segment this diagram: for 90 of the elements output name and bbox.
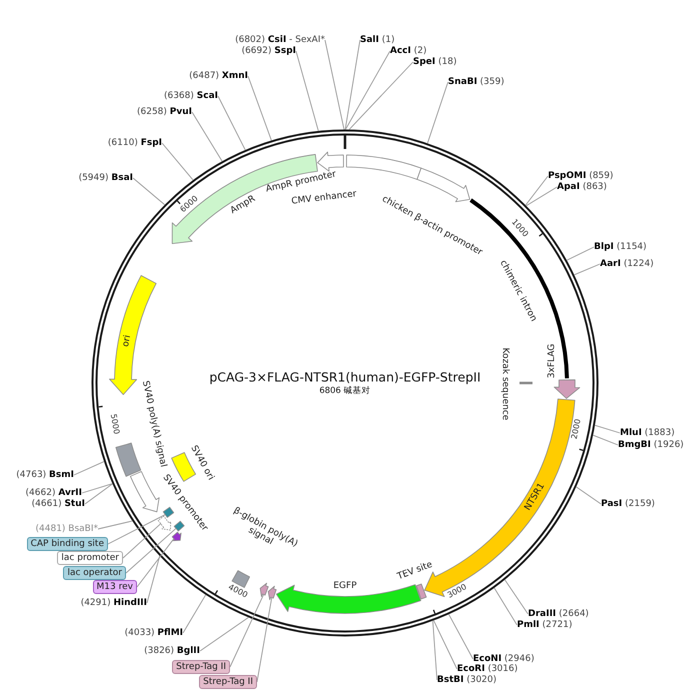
leader-line — [494, 587, 518, 626]
feature-tag: lac promoter — [57, 551, 123, 565]
leader-line — [84, 483, 113, 504]
restriction-site-label: (6487) XmnI — [189, 70, 248, 82]
restriction-site-label: (6692) SspI — [242, 46, 296, 56]
leader-line — [448, 614, 474, 660]
tick-label: 4000 — [227, 582, 250, 600]
leader-line — [525, 176, 548, 206]
feature-tag: lac operator — [63, 566, 126, 580]
leader-line — [526, 186, 558, 206]
restriction-site-label: PmlI (2721) — [517, 620, 572, 630]
leader-line — [230, 594, 264, 668]
restriction-site-label: AarI (1224) — [600, 258, 654, 270]
leader-line — [162, 142, 194, 181]
restriction-site-label: (6258) PvuI — [136, 106, 192, 118]
feature-label: 3xFLAG — [546, 344, 557, 378]
leader-line — [348, 62, 414, 130]
leader-line — [256, 596, 272, 682]
feature-bar-icon — [162, 506, 175, 519]
restriction-site-label: AccI (2) — [390, 46, 427, 56]
leader-line — [504, 579, 528, 614]
restriction-site-label: (6368) ScaI — [164, 90, 218, 102]
leader-line — [433, 620, 458, 670]
leader-line — [136, 538, 174, 588]
feature-tag: Strep-Tag II — [199, 675, 257, 689]
restriction-site-label: PasI (2159) — [601, 498, 655, 510]
feature-tag: M13 rev — [92, 580, 137, 594]
feature-arrow-icon — [259, 582, 270, 598]
restriction-site-label: ApaI (863) — [557, 182, 607, 192]
leader-line — [122, 523, 162, 558]
tick-label: 2000 — [570, 418, 583, 440]
tick-label: 3000 — [446, 582, 468, 600]
leader-line — [98, 520, 133, 530]
leader-line — [74, 461, 104, 476]
leader-line — [427, 82, 448, 144]
leader-line — [218, 96, 246, 150]
feature-arrow-icon — [267, 584, 278, 601]
leader-line — [108, 514, 166, 544]
map-title: pCAG-3×FLAG-NTSR1(human)-EGFP-StrepII — [209, 370, 481, 384]
feature-label: TEV site — [396, 560, 434, 582]
leader-line — [200, 616, 249, 652]
restriction-site-label: SpeI (18) — [413, 56, 457, 68]
feature-label: EGFP — [333, 581, 357, 591]
restriction-site-label: DraIII (2664) — [528, 608, 589, 620]
restriction-site-label: SnaBI (359) — [448, 76, 504, 88]
restriction-site-label: (4033) PflMI — [124, 628, 183, 638]
leader-line — [345, 50, 390, 130]
restriction-site-label: PspOMI (859) — [548, 170, 614, 182]
restriction-site-label: EcoRI (3016) — [457, 664, 518, 674]
restriction-site-label: EcoNI (2946) — [473, 654, 534, 664]
feature-label: Kozak sequence — [500, 348, 510, 421]
leader-line — [132, 178, 166, 206]
restriction-site-label: SalI (1) — [360, 34, 395, 46]
leader-line — [296, 50, 319, 132]
leader-line — [192, 112, 223, 162]
restriction-site-label: (4763) BsmI — [16, 470, 74, 480]
leader-line — [248, 76, 272, 141]
feature-label: CMV enhancer — [290, 190, 357, 207]
leader-line — [82, 483, 113, 494]
restriction-site-label: (3826) BglII — [144, 646, 200, 656]
tick-label: 5000 — [108, 412, 121, 435]
restriction-site-label: (4291) HindIII — [80, 598, 147, 608]
leader-line — [432, 620, 438, 680]
leader-line — [182, 594, 206, 634]
feature-label: ori — [121, 334, 134, 348]
restriction-site-label: MluI (1883) — [620, 428, 675, 438]
restriction-site-label: (4661) StuI — [32, 498, 85, 510]
restriction-site-label: (6110) FspI — [108, 138, 162, 148]
feature-tag: CAP binding site — [26, 537, 108, 551]
map-subtitle: 6806 碱基对 — [319, 385, 371, 397]
restriction-site-label: (4481) BsaBI* — [36, 524, 98, 534]
leader-line — [126, 528, 176, 574]
restriction-site-label: BstBI (3020) — [437, 674, 497, 686]
leader-line — [146, 556, 160, 604]
restriction-site-label: BmgBI (1926) — [618, 440, 684, 450]
feature-tag: Strep-Tag II — [172, 660, 230, 674]
leader-line — [344, 40, 360, 130]
feature-label: SV40 poly(A) signal — [140, 380, 168, 468]
leader-line — [324, 40, 345, 130]
leader-line — [576, 486, 602, 504]
leader-line — [566, 246, 594, 261]
restriction-site-label: (4662) AvrII — [26, 488, 82, 498]
restriction-site-label: BlpI (1154) — [594, 242, 647, 252]
restriction-site-label: (5949) BsaI — [78, 172, 133, 184]
restriction-site-label: (6802) CsiI - SexAI* — [235, 34, 325, 46]
leader-line — [594, 424, 620, 434]
leader-line — [592, 434, 618, 446]
feature-arrow-icon — [157, 515, 172, 532]
leader-line — [574, 264, 600, 276]
feature-arrow-icon — [171, 531, 182, 542]
